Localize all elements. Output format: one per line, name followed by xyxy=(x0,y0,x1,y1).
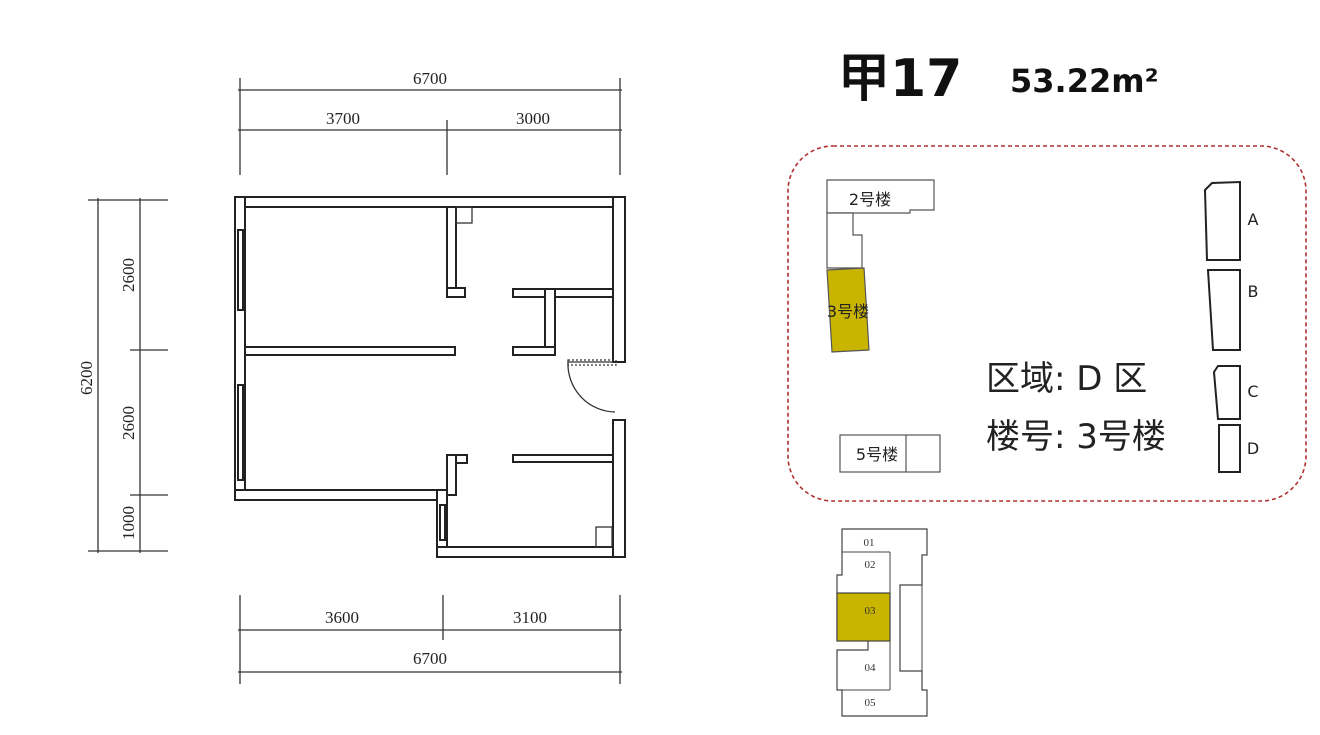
unit-01: 01 xyxy=(864,537,875,549)
dim-left-lower: 1000 xyxy=(119,506,138,540)
unit-03: 03 xyxy=(865,605,877,617)
window xyxy=(237,229,244,311)
unit-03-highlight xyxy=(836,592,891,642)
type-d-thumbnail xyxy=(1218,424,1241,473)
dim-top-right: 3000 xyxy=(516,109,550,128)
building-3-highlight xyxy=(826,267,870,353)
unit-floor-plan xyxy=(234,196,626,558)
building-number-text: 楼号: 3号楼 xyxy=(986,417,1166,457)
fixture xyxy=(595,526,613,548)
dim-bottom-right: 3100 xyxy=(513,608,547,627)
type-c-label: C xyxy=(1247,382,1258,401)
shaft xyxy=(455,206,473,224)
site-plan-border xyxy=(787,145,1307,502)
dim-left-upper: 2600 xyxy=(119,258,138,292)
unit-02: 02 xyxy=(865,559,876,571)
type-a-label: A xyxy=(1248,210,1259,229)
building-5 xyxy=(839,434,941,473)
type-d-label: D xyxy=(1247,439,1259,458)
building-5-label: 5号楼 xyxy=(856,445,898,464)
site-plan: 2号楼 3号楼 5号楼 区域: D 区 楼号: 3号楼 A B C D xyxy=(787,145,1307,502)
top-dimensions: 6700 3700 3000 xyxy=(238,69,622,175)
dim-top-left: 3700 xyxy=(326,109,360,128)
type-a-thumbnail xyxy=(1203,180,1241,261)
type-b-label: B xyxy=(1248,282,1259,301)
building-3-label: 3号楼 xyxy=(827,302,869,321)
floor-key: 01 02 03 04 05 xyxy=(836,528,928,717)
unit-04: 04 xyxy=(865,662,877,674)
dim-bottom-left: 3600 xyxy=(325,608,359,627)
type-b-thumbnail xyxy=(1206,269,1241,351)
unit-area: 53.22m² xyxy=(1010,62,1159,100)
dim-top-total: 6700 xyxy=(413,69,447,88)
left-dimensions: 6200 2600 2600 1000 xyxy=(77,198,168,553)
building-2-label: 2号楼 xyxy=(849,190,891,209)
unit-code: 甲17 xyxy=(838,49,962,109)
bottom-dimensions: 3600 3100 6700 xyxy=(238,595,622,684)
zone-text: 区域: D 区 xyxy=(986,359,1147,399)
window xyxy=(237,384,244,481)
unit-05: 05 xyxy=(865,697,877,709)
dim-left-middle: 2600 xyxy=(119,406,138,440)
door-swing xyxy=(567,361,616,413)
dim-bottom-total: 6700 xyxy=(413,649,447,668)
window xyxy=(439,504,446,541)
dim-left-total: 6200 xyxy=(77,361,96,395)
type-c-thumbnail xyxy=(1212,365,1241,420)
